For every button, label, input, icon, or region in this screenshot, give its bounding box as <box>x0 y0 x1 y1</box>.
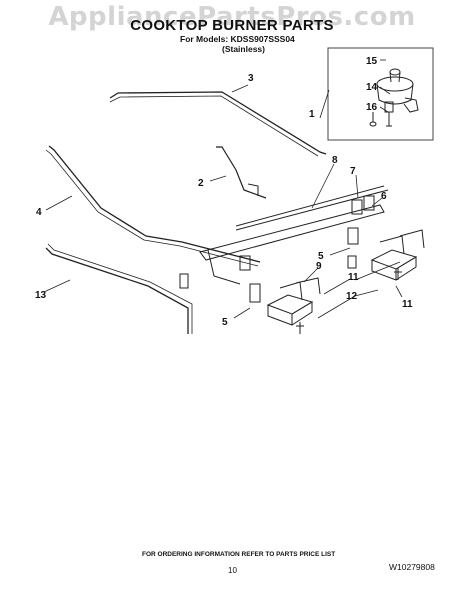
callout-12: 12 <box>346 291 358 302</box>
finish-label: (Stainless) <box>222 44 265 54</box>
callout-13: 13 <box>35 290 47 301</box>
burner-base-front <box>249 277 321 326</box>
inset-box <box>327 47 434 141</box>
callout-3: 3 <box>248 73 254 84</box>
callout-2: 2 <box>198 178 204 189</box>
burner-base-rear <box>347 227 425 281</box>
callout-5-rear: 5 <box>318 251 324 262</box>
orifice-tube <box>216 146 267 199</box>
leader-lines <box>43 59 403 319</box>
callout-6: 6 <box>381 191 387 202</box>
callout-5-front: 5 <box>222 317 228 328</box>
document-number: W10279808 <box>389 562 435 572</box>
callout-15: 15 <box>366 56 378 67</box>
burner-tube-left <box>48 145 261 263</box>
callout-14: 14 <box>366 82 378 93</box>
models-line: For Models: KDSS907SSS04 <box>180 34 295 44</box>
callout-9: 9 <box>316 261 322 272</box>
manifold-rail <box>199 204 385 261</box>
callout-11-right: 11 <box>402 299 413 310</box>
callout-8: 8 <box>332 155 338 166</box>
callout-1: 1 <box>309 109 315 120</box>
page-number: 10 <box>228 566 237 575</box>
callout-7: 7 <box>350 166 356 177</box>
supply-tube <box>45 247 189 334</box>
callout-16: 16 <box>366 102 378 113</box>
page-title: COOKTOP BURNER PARTS <box>130 17 334 34</box>
callout-4: 4 <box>36 207 42 218</box>
valve-assembly <box>369 68 419 127</box>
callout-11-middle: 11 <box>348 272 359 283</box>
watermark: AppliancePartsPros.com <box>48 2 416 32</box>
burner-tube-upper <box>109 91 327 155</box>
ordering-note: FOR ORDERING INFORMATION REFER TO PARTS … <box>142 551 336 558</box>
